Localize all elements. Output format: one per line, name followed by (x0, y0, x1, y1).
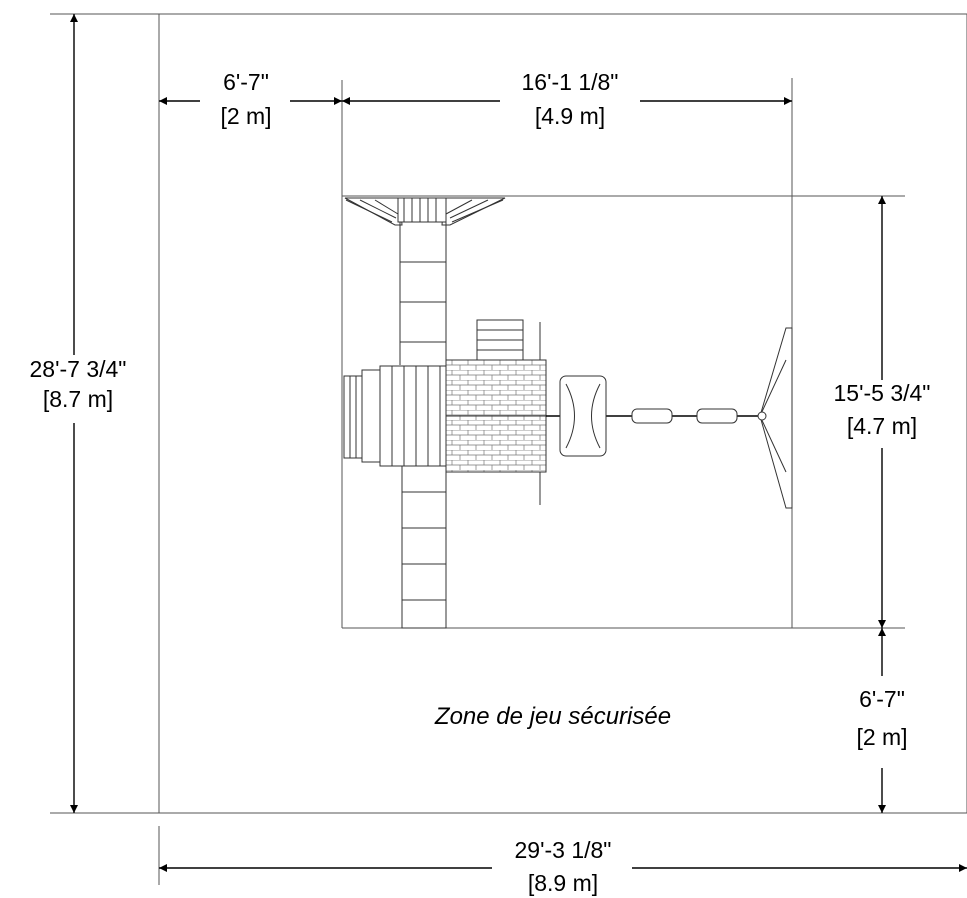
equipment-width-metric: [4.9 m] (535, 103, 605, 129)
bottom-clearance-imperial: 6'-7" (859, 686, 905, 712)
safety-zone-outline (158, 13, 967, 814)
outer-height-imperial: 28'-7 3/4" (30, 356, 127, 382)
safety-zone-label: Zone de jeu sécurisée (434, 703, 671, 730)
extension-lines (50, 13, 905, 885)
label-backgrounds (8, 68, 946, 898)
outer-width-imperial: 29'-3 1/8" (515, 837, 612, 863)
equipment-width-imperial: 16'-1 1/8" (522, 69, 619, 95)
left-clearance-imperial: 6'-7" (223, 69, 269, 95)
bottom-clearance-metric: [2 m] (856, 724, 907, 750)
outer-width-metric: [8.9 m] (528, 870, 598, 896)
left-clearance-metric: [2 m] (220, 103, 271, 129)
equipment-depth-metric: [4.7 m] (847, 413, 917, 439)
outer-height-metric: [8.7 m] (43, 386, 113, 412)
equipment-depth-imperial: 15'-5 3/4" (834, 380, 931, 406)
play-structure (343, 197, 793, 629)
